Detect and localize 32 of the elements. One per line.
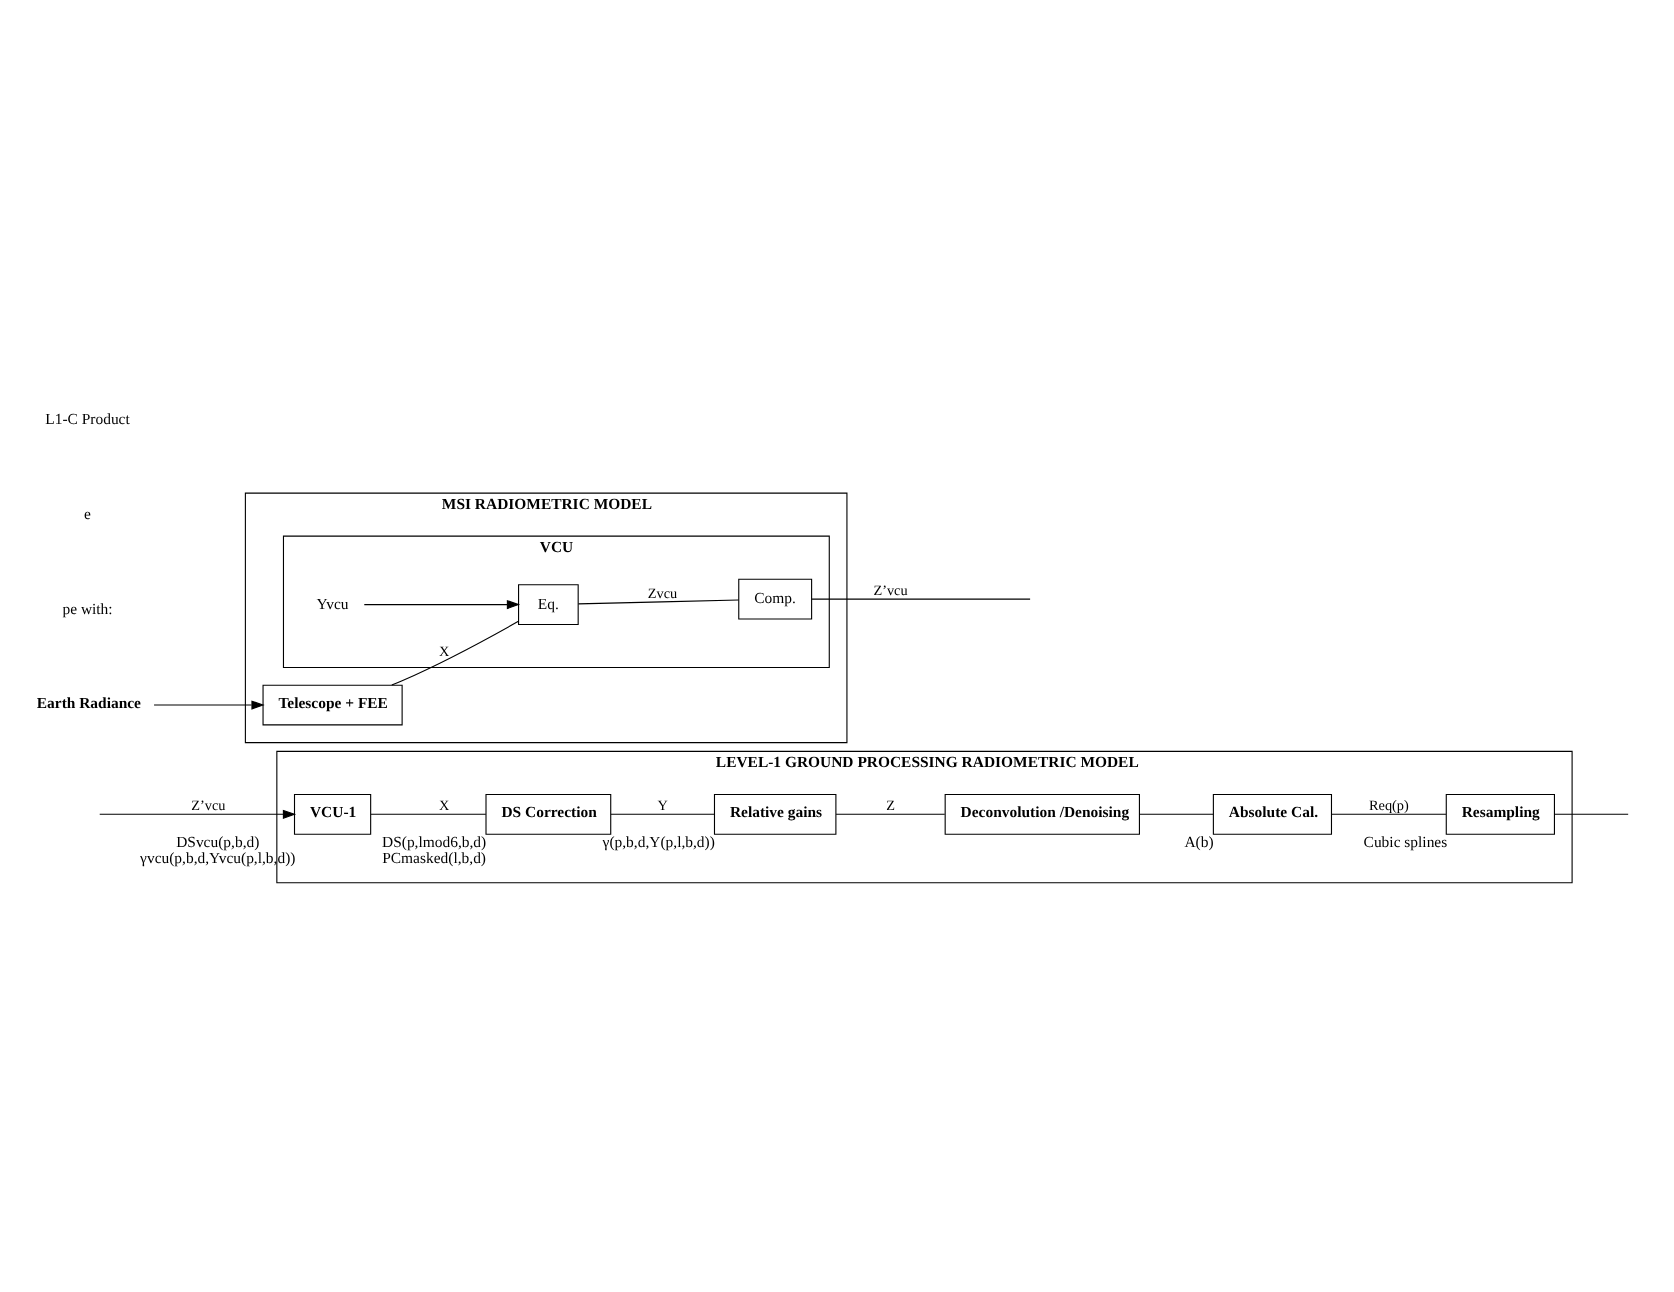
node-label: DS(p,lmod6,b,d)	[382, 832, 487, 851]
node-box: Absolute Cal.	[1212, 793, 1333, 835]
label: e	[84, 505, 91, 524]
connector	[835, 813, 946, 815]
node-box: Eq.	[518, 584, 579, 626]
connector	[610, 813, 715, 815]
connector	[1139, 813, 1214, 815]
node-label: DSvcu(p,b,d)	[176, 832, 260, 851]
node-label: Cubic splines	[1363, 832, 1448, 851]
connector	[1331, 813, 1447, 815]
node-label: A(b)	[1184, 832, 1214, 851]
node-box: Relative gains	[713, 793, 837, 835]
connector	[577, 599, 740, 605]
connector	[811, 598, 1031, 600]
connector	[370, 813, 487, 815]
node-box: Telescope + FEE	[262, 684, 403, 726]
node-text: Earth Radiance	[36, 694, 141, 713]
node-box: Comp.	[738, 578, 813, 620]
node-box: Resampling	[1445, 793, 1555, 835]
node-box: DS Correction	[485, 793, 612, 835]
node-text: Yvcu	[316, 594, 349, 613]
node-label: γ(p,b,d,Y(p,l,b,d))	[602, 832, 715, 851]
connector	[391, 620, 519, 686]
label: L1-C Product	[45, 410, 130, 429]
label: pe with:	[62, 600, 113, 619]
node-box: Deconvolution /Denoising	[944, 793, 1140, 835]
arrow	[99, 809, 297, 819]
node-box: VCU-1	[293, 793, 372, 835]
arrow	[363, 599, 521, 610]
arrow	[153, 700, 265, 710]
node-label: PCmasked(l,b,d)	[382, 849, 487, 868]
connector	[1554, 813, 1629, 815]
